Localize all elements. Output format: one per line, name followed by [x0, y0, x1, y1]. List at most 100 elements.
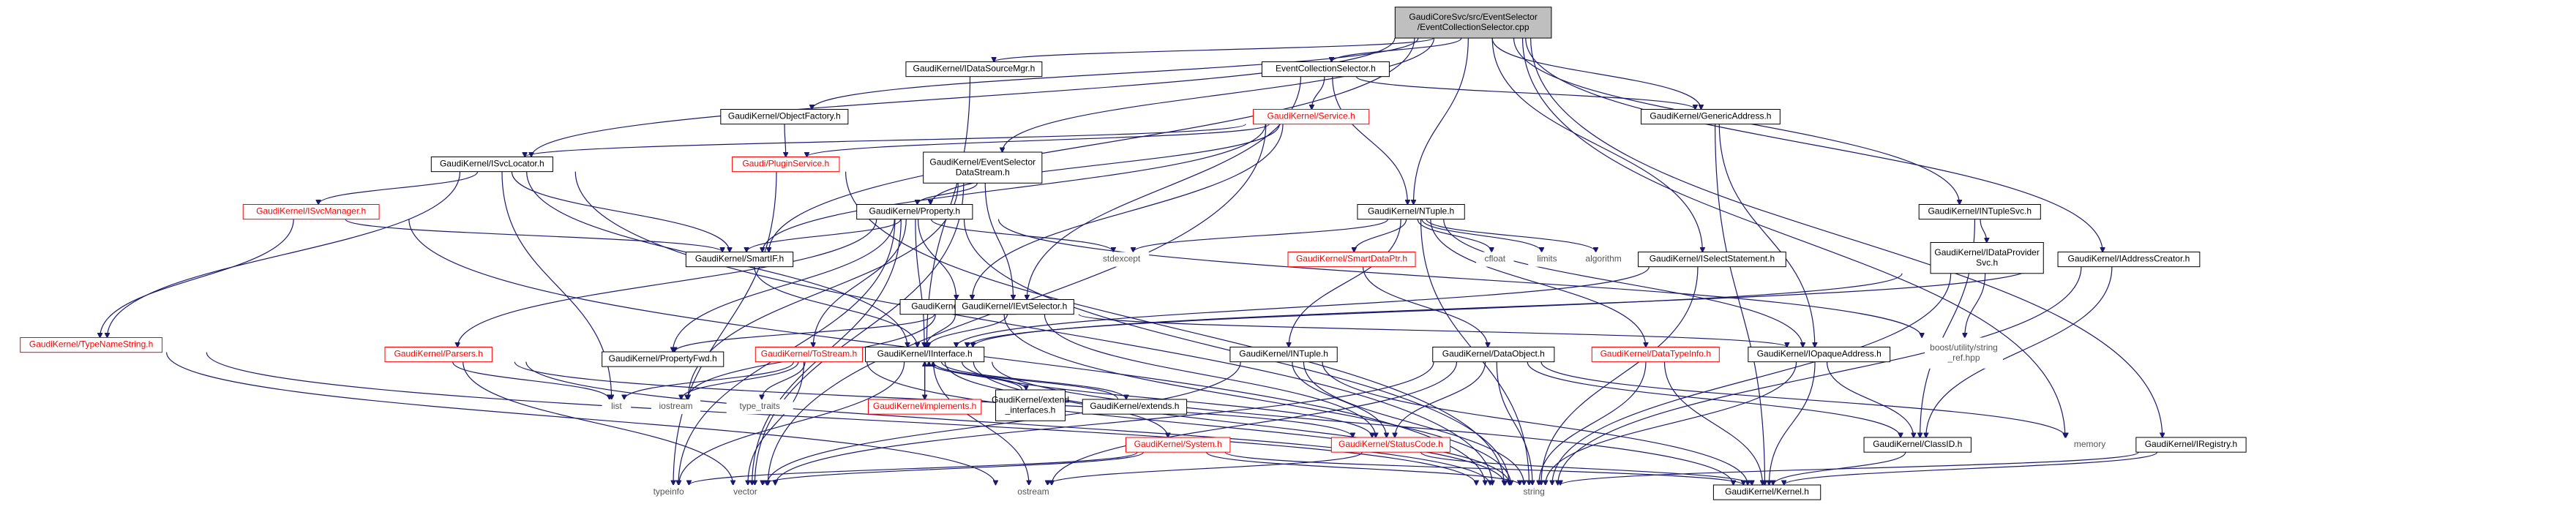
node-property[interactable]: GaudiKernel/Property.h [856, 204, 973, 220]
node-box-objectfactory [720, 109, 849, 125]
edge-service-to-property [930, 124, 1280, 205]
node-string: string [1513, 485, 1554, 500]
node-datasourcemgr[interactable]: GaudiKernel/IDataSourceMgr.h [905, 61, 1043, 78]
node-label-boost-0: boost/utility/string [1930, 342, 1998, 353]
node-label-root-0: GaudiCoreSvc/src/EventSelector [1409, 12, 1537, 22]
node-iaddresscreator[interactable]: GaudiKernel/IAddressCreator.h [2057, 252, 2201, 268]
node-tostream[interactable]: GaudiKernel/ToStream.h [755, 347, 864, 363]
node-box-list [602, 399, 632, 415]
node-box-cfloat [1476, 252, 1514, 267]
node-statuscode[interactable]: GaudiKernel/StatusCode.h [1330, 437, 1450, 453]
node-iselectstatement[interactable]: GaudiKernel/ISelectStatement.h [1638, 252, 1786, 268]
node-box-smartif [685, 252, 794, 268]
node-intuple[interactable]: GaudiKernel/INTuple.h [1229, 347, 1338, 363]
edge-idataprovidersvc-to-boost [1965, 273, 1986, 338]
node-box-datatypeinfo [1591, 347, 1720, 363]
edge-root-to-iaddresscreator [1525, 38, 2103, 252]
node-label-typenamestring: GaudiKernel/TypeNameString.h [29, 339, 153, 350]
edge-property-to-tostream [813, 219, 907, 347]
node-label-ostream: ostream [1017, 486, 1049, 497]
node-ostream: ostream [1010, 485, 1057, 500]
edge-service-to-smartif [763, 124, 1266, 252]
node-propertyfwd[interactable]: GaudiKernel/PropertyFwd.h [602, 351, 724, 367]
node-ecs[interactable]: EventCollectionSelector.h [1261, 61, 1390, 78]
node-label-extendinterfaces-0: GaudiKernel/extend [992, 394, 1069, 405]
node-box-propertyfwd [602, 351, 724, 367]
node-genericaddress[interactable]: GaudiKernel/GenericAddress.h [1641, 109, 1781, 125]
node-label-pluginservice: Gaudi/PluginService.h [742, 159, 829, 169]
node-label-system: GaudiKernel/System.h [1134, 439, 1222, 449]
node-iopaqueaddress[interactable]: GaudiKernel/IOpaqueAddress.h [1748, 347, 1891, 363]
node-box-kernel [1712, 484, 1821, 500]
edge-root-to-genericaddress [1491, 37, 1701, 109]
node-label-ntuple: GaudiKernel/NTuple.h [1368, 206, 1454, 217]
node-dataobject[interactable]: GaudiKernel/DataObject.h [1432, 347, 1555, 363]
node-extendinterfaces[interactable]: GaudiKernel/extend_interfaces.h [992, 389, 1069, 421]
node-typenamestring[interactable]: GaudiKernel/TypeNameString.h [20, 337, 162, 353]
node-smartdataptr[interactable]: GaudiKernel/SmartDataPtr.h [1287, 252, 1416, 268]
node-ievtselector[interactable]: GaudiKernel/IEvtSelector.h [954, 299, 1074, 315]
node-classid[interactable]: GaudiKernel/ClassID.h [1863, 437, 1972, 453]
node-system[interactable]: GaudiKernel/System.h [1126, 437, 1231, 453]
edge-root-to-isvclocator [531, 38, 1396, 157]
node-smartif[interactable]: GaudiKernel/SmartIF.h [685, 252, 794, 268]
node-typeinfo: typeinfo [645, 485, 692, 500]
node-box-boost [1925, 337, 2003, 369]
node-iinterface[interactable]: GaudiKernel/IInterface.h [865, 347, 985, 363]
node-kernel[interactable]: GaudiKernel/Kernel.h [1712, 484, 1821, 500]
node-service[interactable]: GaudiKernel/Service.h [1253, 109, 1370, 125]
node-implements[interactable]: GaudiKernel/implements.h [868, 399, 982, 415]
node-parsers[interactable]: GaudiKernel/Parsers.h [384, 347, 493, 363]
edge-property-to-stdexcept [930, 219, 1113, 252]
edge-iaddresscreator-to-classid [1926, 266, 2113, 437]
edge-extendinterfaces-to-iinterface [929, 362, 1023, 391]
edge-tostream-to-vector [748, 361, 805, 485]
node-box-smartdataptr [1287, 252, 1416, 268]
node-box-ievtselector [954, 299, 1074, 315]
edge-isvclocator-to-string [574, 171, 1492, 485]
edge-datatypeinfo-to-string [1539, 361, 1647, 485]
edge-isvcmanager-to-typenamestring [100, 219, 294, 338]
node-box-typeinfo [645, 485, 692, 500]
edge-root-to-ntuple [1413, 38, 1469, 204]
edge-property-to-iproperty [917, 219, 956, 300]
node-root: GaudiCoreSvc/src/EventSelector/EventColl… [1394, 7, 1552, 39]
node-objectfactory[interactable]: GaudiKernel/ObjectFactory.h [720, 109, 849, 125]
node-intuplesvc[interactable]: GaudiKernel/INTupleSvc.h [1918, 204, 2041, 220]
edge-dataobject-to-vector [775, 361, 1434, 485]
node-iregistry[interactable]: GaudiKernel/IRegistry.h [2135, 437, 2247, 453]
node-ntuple[interactable]: GaudiKernel/NTuple.h [1357, 204, 1465, 220]
edge-ntuple-to-stdexcept [1133, 219, 1389, 252]
node-box-intuple [1229, 347, 1338, 363]
node-isvclocator[interactable]: GaudiKernel/ISvcLocator.h [430, 157, 553, 173]
node-label-service: GaudiKernel/Service.h [1268, 111, 1355, 121]
edge-typenamestring-to-string [206, 352, 1476, 485]
node-datatypeinfo[interactable]: GaudiKernel/DataTypeInfo.h [1591, 347, 1720, 363]
node-extends[interactable]: GaudiKernel/extends.h [1082, 399, 1188, 415]
node-box-iaddresscreator [2057, 252, 2201, 268]
node-box-ecs [1261, 61, 1390, 78]
node-box-service [1253, 109, 1370, 125]
edge-ecs-to-ntuple [1332, 76, 1408, 205]
node-pluginservice[interactable]: Gaudi/PluginService.h [732, 157, 840, 173]
node-label-smartif: GaudiKernel/SmartIF.h [695, 254, 784, 264]
edge-iaddresscreator-to-string [1558, 266, 2082, 485]
edge-root-to-ecs [1331, 37, 1462, 61]
node-box-parsers [384, 347, 493, 363]
node-label-ievtselector: GaudiKernel/IEvtSelector.h [962, 301, 1067, 312]
edge-tostream-to-iostream [681, 361, 799, 399]
edge-intuple-to-kernel [1322, 361, 1748, 485]
node-label-statuscode: GaudiKernel/StatusCode.h [1338, 439, 1443, 449]
node-box-dataobject [1432, 347, 1555, 363]
node-isvcmanager[interactable]: GaudiKernel/ISvcManager.h [242, 204, 380, 220]
node-box-datasourcemgr [905, 61, 1043, 78]
edge-intuple-to-vector [767, 361, 1241, 485]
edge-system-to-typeinfo [689, 451, 1138, 485]
edge-parsers-to-vector [463, 361, 733, 485]
edge-ntuple-to-datatypeinfo [1430, 219, 1646, 347]
node-label-iostream: iostream [659, 401, 692, 411]
edge-root-to-datasourcemgr [994, 37, 1434, 61]
edge-property-to-propertyfwd [673, 219, 895, 352]
